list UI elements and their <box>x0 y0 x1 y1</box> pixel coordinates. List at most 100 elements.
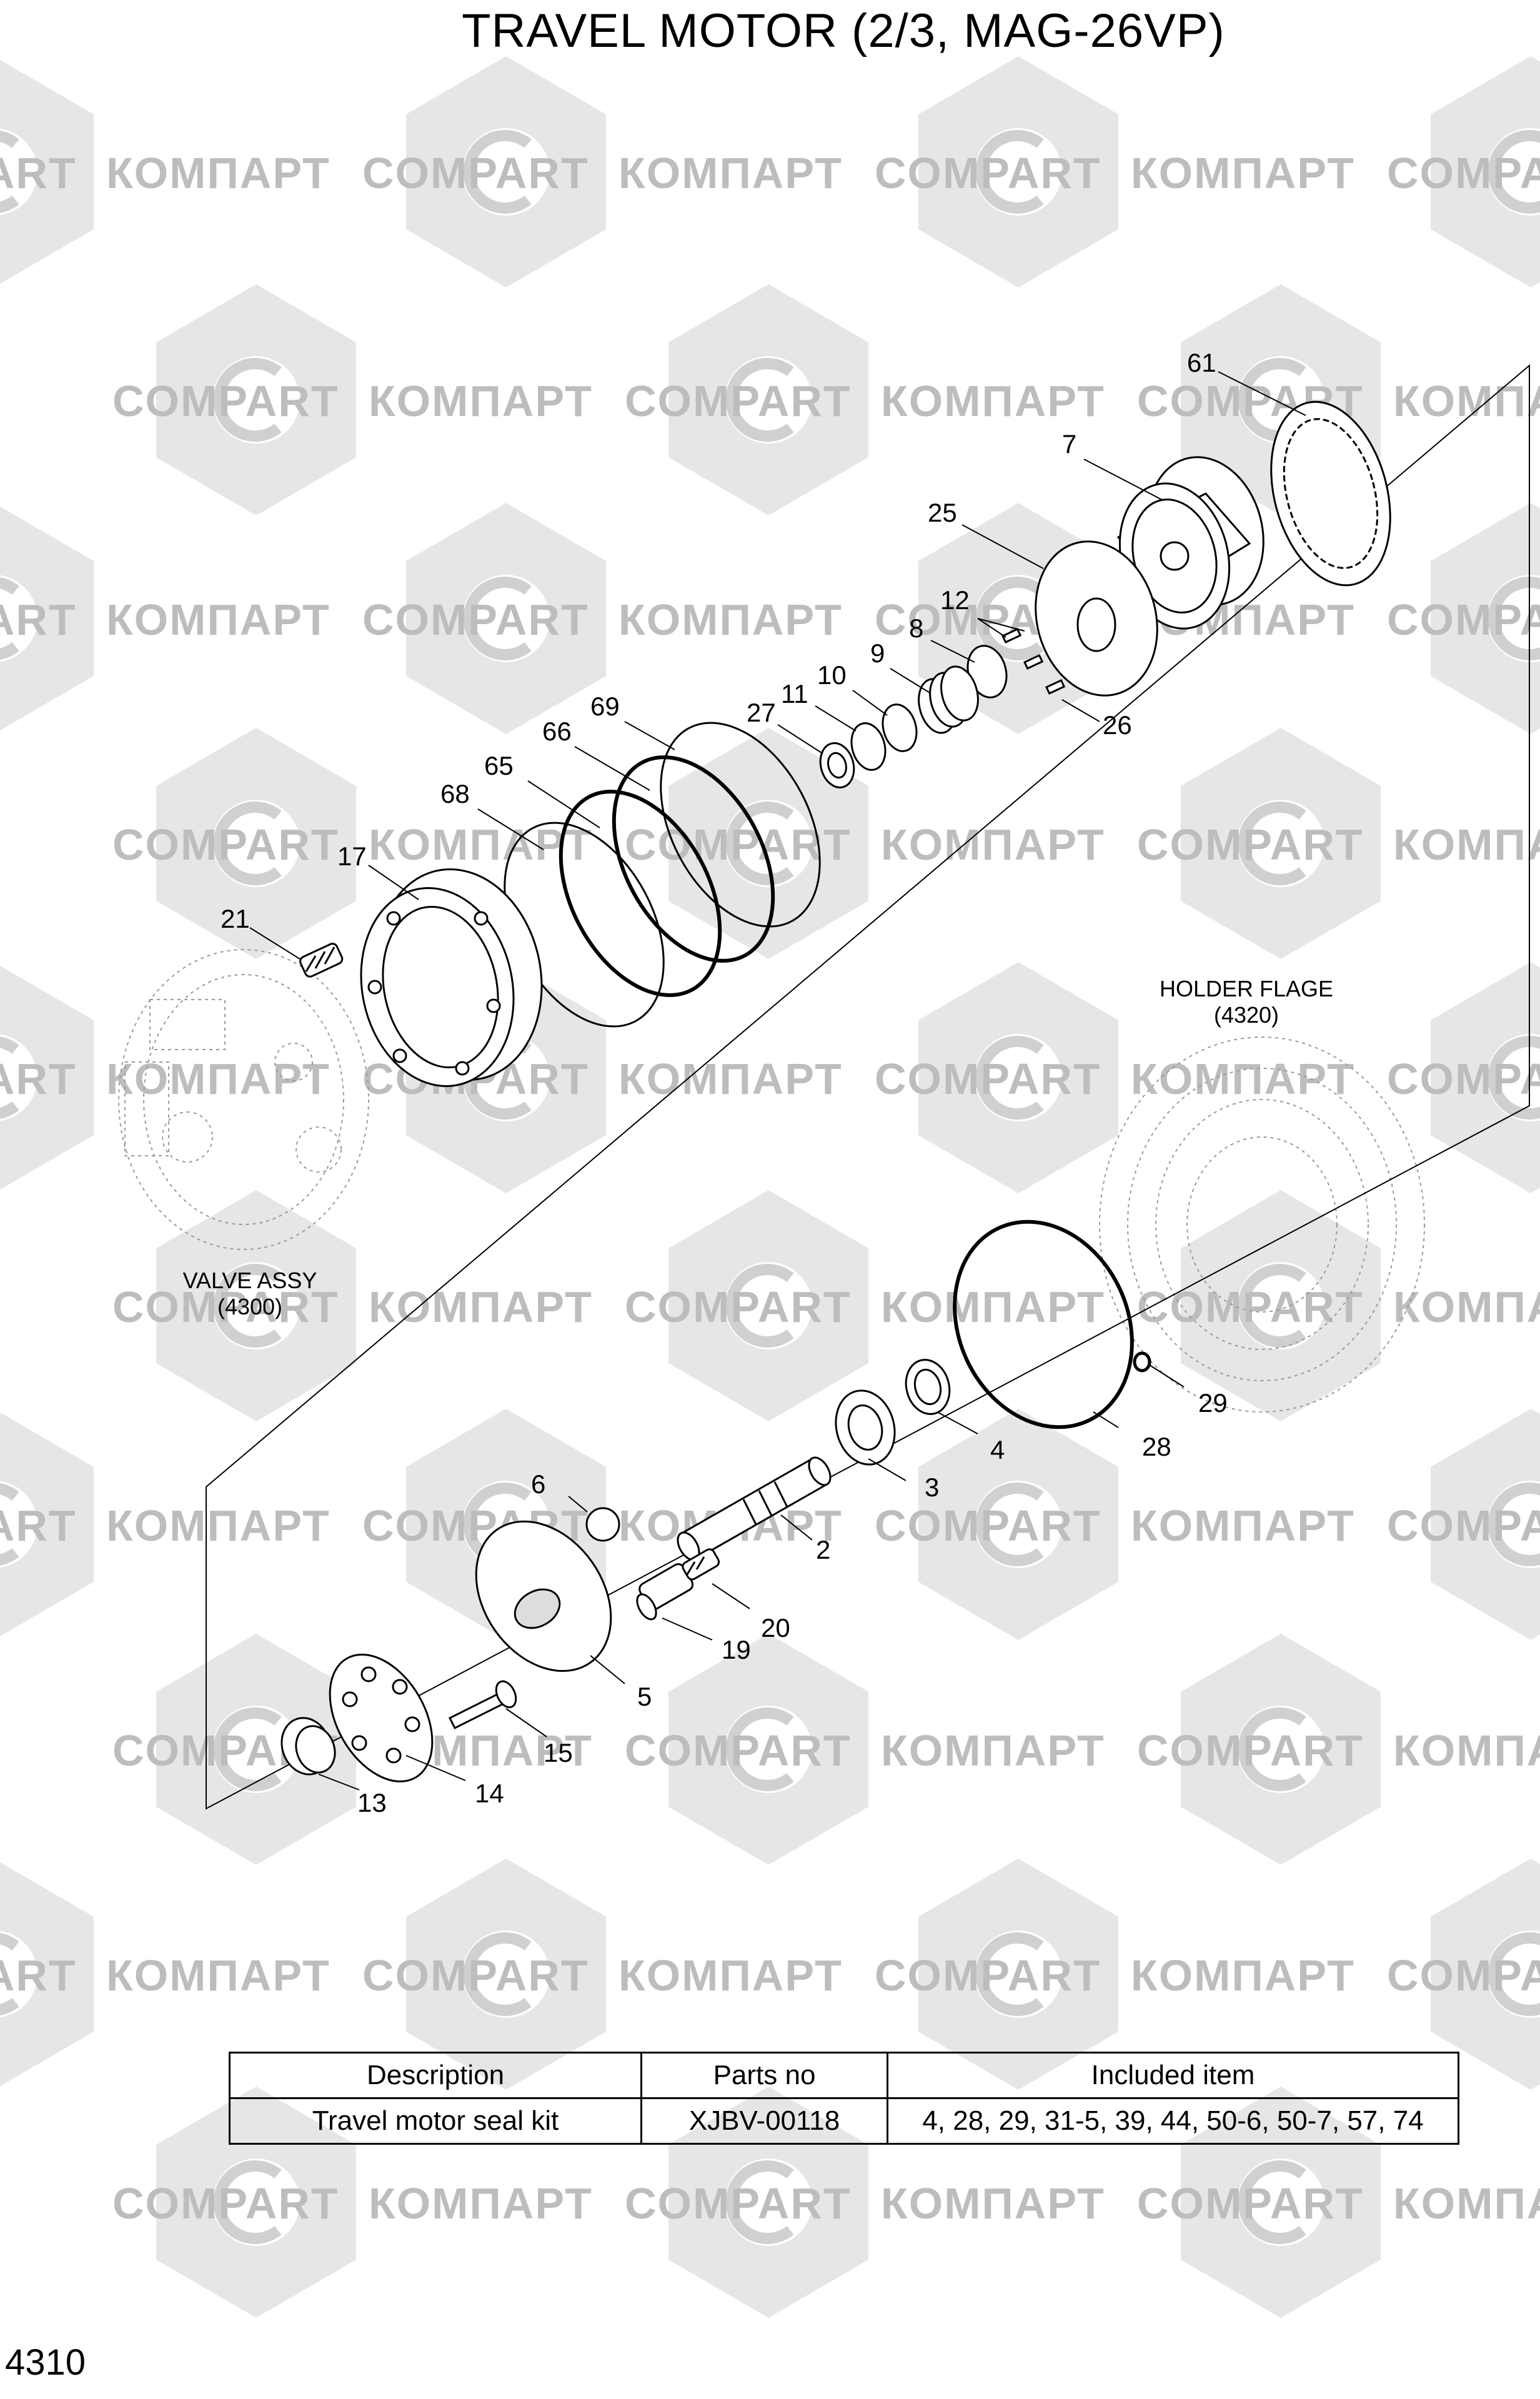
cell-description: Travel motor seal kit <box>229 2097 642 2145</box>
callout-17: 17 <box>337 842 367 871</box>
callout-2: 2 <box>816 1535 830 1564</box>
callouts: 61 7 25 12 8 9 10 11 27 26 69 66 65 68 1… <box>221 348 1228 1817</box>
part-65-o-ring <box>559 790 722 997</box>
table-header-row: Description Parts no Included item <box>229 2052 1459 2099</box>
callout-8: 8 <box>909 613 923 643</box>
part-3-bearing <box>835 1389 896 1466</box>
part-4-seal <box>905 1359 951 1415</box>
watermark-text: COMPART <box>1387 149 1540 197</box>
callout-68: 68 <box>440 779 470 808</box>
part-66-o-ring <box>612 755 775 963</box>
watermark-text: КОМПАРТ <box>1393 2179 1540 2228</box>
watermark-layer: COMPART КОМПАРТ COMPART КОМПАРТ COMPART КОМПА… <box>0 56 1540 2318</box>
part-10-ring <box>882 703 918 752</box>
watermark-text: КОМПАРТ <box>369 820 593 869</box>
cell-parts-no: XJBV-00118 <box>640 2097 888 2145</box>
parts <box>281 400 1391 1782</box>
assembly-boundary <box>206 364 1530 1810</box>
watermark-text: КОМПАРТ <box>369 377 593 425</box>
part-25-valve-plate <box>1035 540 1158 697</box>
watermark-text: КОМПАРТ <box>1393 1283 1540 1331</box>
callout-27: 27 <box>747 698 776 727</box>
part-28-o-ring <box>953 1219 1134 1429</box>
callout-10: 10 <box>817 660 847 690</box>
watermark-text: COMPART <box>625 1726 852 1775</box>
part-20-spring <box>682 1548 720 1581</box>
watermark-text: КОМПАРТ <box>618 1055 843 1103</box>
watermark-text: COMPART <box>1137 2179 1364 2228</box>
watermark-text: COMPART <box>1137 1726 1364 1775</box>
page-number: 4310 <box>5 2342 86 2383</box>
watermark-text: КОМПАРТ <box>618 149 843 197</box>
part-61-plate <box>1270 400 1391 587</box>
callout-61: 61 <box>1187 348 1216 377</box>
callout-6: 6 <box>531 1469 545 1499</box>
watermark-text: КОМПАРТ <box>1393 820 1540 869</box>
callout-19: 19 <box>722 1635 751 1664</box>
watermark-text: COMPART <box>0 1055 77 1103</box>
watermark-text: COMPART <box>0 149 77 197</box>
watermark-text: COMPART <box>1137 1283 1364 1331</box>
watermark-text: КОМПАРТ <box>106 1951 330 2000</box>
part-27-bearing <box>819 742 855 788</box>
part-29-o-ring <box>1133 1351 1151 1373</box>
column-header-parts-no: Parts no <box>640 2052 888 2099</box>
part-14-plate <box>329 1654 434 1782</box>
table-row: Travel motor seal kit XJBV-00118 4, 28, … <box>229 2097 1459 2145</box>
callout-20: 20 <box>761 1613 790 1642</box>
holder-flange-ghost <box>1099 1036 1425 1413</box>
watermark-text: COMPART <box>1137 820 1364 869</box>
callout-9: 9 <box>870 638 885 668</box>
callout-29: 29 <box>1198 1388 1228 1418</box>
watermark-text: COMPART <box>625 377 852 425</box>
watermark-text: COMPART <box>625 1283 852 1331</box>
callout-11: 11 <box>781 679 808 708</box>
part-9-spring <box>918 665 979 734</box>
watermark-text: КОМПАРТ <box>1393 1726 1540 1775</box>
watermark-text: COMPART <box>112 1283 339 1331</box>
part-7-cylinder-block <box>1116 456 1264 630</box>
part-17-piston <box>360 868 543 1087</box>
leader-lines <box>249 371 1306 1791</box>
watermark-text: COMPART <box>0 1501 77 1550</box>
watermark-text: КОМПАРТ <box>106 1501 330 1550</box>
valve-assy-ghost <box>118 949 369 1250</box>
callout-14: 14 <box>475 1779 504 1808</box>
watermark-text: COMPART <box>362 595 589 644</box>
callout-21: 21 <box>221 904 250 933</box>
seal-kit-table: Description Parts no Included item Trave… <box>229 2052 1459 2145</box>
callout-28: 28 <box>1142 1432 1171 1461</box>
cell-included-item: 4, 28, 29, 31-5, 39, 44, 50-6, 50-7, 57,… <box>887 2097 1459 2145</box>
assembly-notes: HOLDER FLAGE (4320) VALVE ASSY (4300) <box>183 976 1333 1319</box>
watermark-text: КОМПАРТ <box>106 595 330 644</box>
part-13-ring <box>281 1717 336 1776</box>
callout-69: 69 <box>590 692 620 721</box>
part-6-ball <box>585 1507 620 1542</box>
watermark-text: КОМПАРТ <box>881 2179 1105 2228</box>
callout-12: 12 <box>940 585 970 615</box>
watermark-text: COMPART <box>1387 1951 1540 2000</box>
watermark-text: COMPART <box>112 2179 339 2228</box>
watermark-text: COMPART <box>625 2179 852 2228</box>
callout-66: 66 <box>542 717 572 746</box>
watermark-text: COMPART <box>1387 1501 1540 1550</box>
valve-assy-label: VALVE ASSY <box>183 1268 317 1293</box>
part-11-ring <box>850 722 887 771</box>
part-5-swash-plate <box>475 1520 612 1672</box>
watermark-text: КОМПАРТ <box>1131 1951 1355 2000</box>
callout-65: 65 <box>484 751 514 780</box>
page-title: TRAVEL MOTOR (2/3, MAG-26VP) <box>462 4 1225 57</box>
watermark-text: COMPART <box>875 149 1101 197</box>
watermark-text: COMPART <box>112 820 339 869</box>
watermark-text: КОМПАРТ <box>618 1951 843 2000</box>
callout-15: 15 <box>544 1738 573 1767</box>
watermark-text: COMPART <box>1387 1055 1540 1103</box>
callout-3: 3 <box>925 1473 939 1502</box>
part-15-plunger <box>448 1680 517 1730</box>
watermark-text: КОМПАРТ <box>1131 1501 1355 1550</box>
watermark-text: КОМПАРТ <box>1393 377 1540 425</box>
watermark-text: COMPART <box>112 377 339 425</box>
valve-assy-ref: (4300) <box>217 1294 282 1319</box>
part-2-shaft <box>677 1456 832 1561</box>
